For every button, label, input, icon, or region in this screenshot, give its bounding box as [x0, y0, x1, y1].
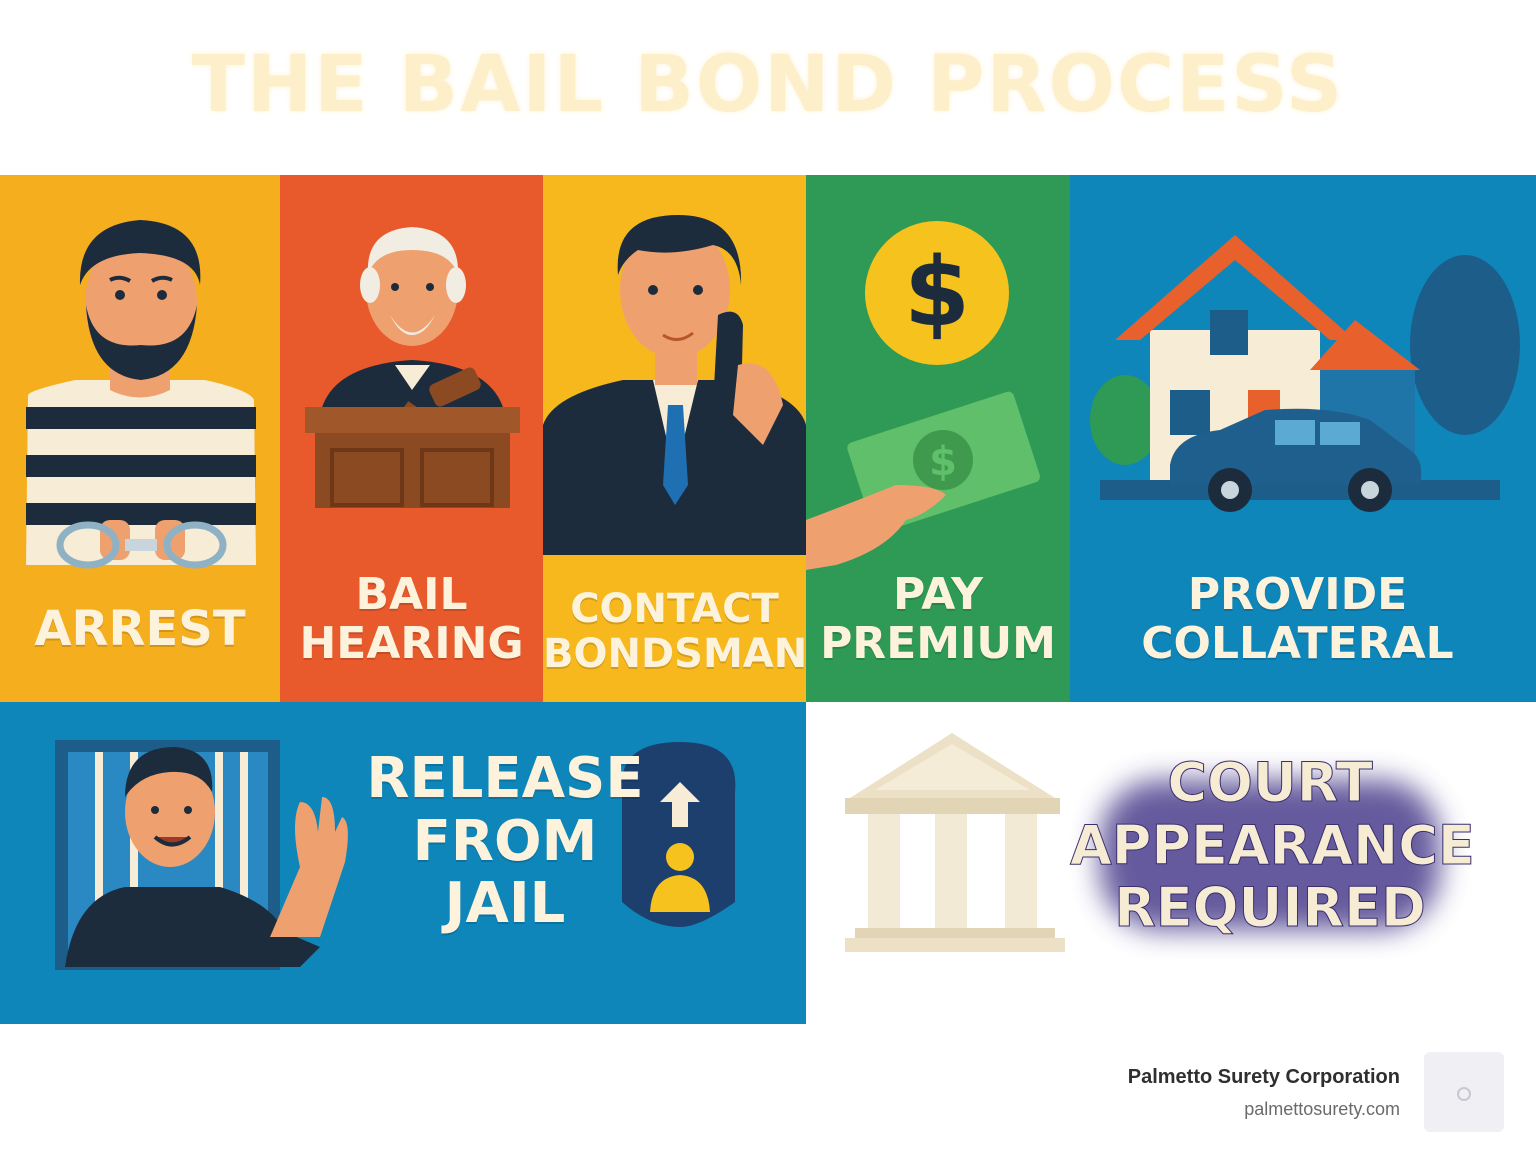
step-label-line: PAY [893, 569, 983, 620]
step-bail-hearing-panel: BAIL HEARING [280, 175, 543, 702]
step-court-appearance-label: COURT APPEARANCE REQUIRED [1070, 751, 1476, 940]
company-url[interactable]: palmettosurety.com [1244, 1099, 1400, 1119]
svg-text:$: $ [904, 238, 970, 348]
step-label-line: COURT [1167, 751, 1373, 814]
step-label-line: ARREST [34, 601, 246, 657]
step-bail-hearing-label: BAIL HEARING [280, 570, 543, 669]
bondsman-phone-icon [543, 215, 806, 555]
step-label-line: APPEARANCE [1070, 813, 1476, 877]
step-provide-collateral-panel: PROVIDE COLLATERAL [1070, 175, 1536, 702]
step-label-line: REQUIRED [1114, 876, 1427, 940]
judge-gavel-icon [305, 227, 520, 508]
step-label-line: PREMIUM [820, 618, 1056, 670]
page-title: THE BAIL BOND PROCESS [191, 40, 1345, 130]
step-label-line: CONTACT [570, 586, 779, 632]
company-logo-icon [1424, 1052, 1504, 1132]
svg-text:$: $ [929, 439, 957, 485]
house-car-icon [1090, 235, 1520, 512]
released-man-icon [55, 740, 736, 970]
step-label-line: BONDSMAN [543, 630, 806, 677]
step-release-from-jail-label: RELEASE FROM JAIL [365, 746, 645, 937]
handcuffed-prisoner-icon [26, 220, 256, 569]
step-arrest-label: ARREST [0, 601, 280, 657]
step-label-line: JAIL [444, 871, 566, 937]
step-label-line: HEARING [299, 618, 524, 670]
step-label-line: RELEASE [366, 746, 644, 811]
step-label-line: BAIL [355, 569, 468, 620]
step-label-line: COLLATERAL [1141, 618, 1454, 670]
step-pay-premium-panel: $ $ PAY PREMIUM [806, 175, 1070, 702]
step-pay-premium-label: PAY PREMIUM [806, 570, 1070, 669]
step-label-line: PROVIDE [1187, 569, 1408, 620]
step-contact-bondsman-panel: CONTACT BONDSMAN [543, 175, 806, 702]
courthouse-icon [845, 733, 1065, 952]
step-provide-collateral-label: PROVIDE COLLATERAL [1070, 570, 1525, 669]
step-label-line: FROM [412, 808, 598, 874]
court-label-backdrop [1100, 780, 1440, 930]
company-name: Palmetto Surety Corporation [1127, 1066, 1400, 1088]
step-arrest-panel: ARREST [0, 175, 280, 702]
step-release-from-jail-panel: RELEASE FROM JAIL [0, 702, 806, 1024]
step-contact-bondsman-label: CONTACT BONDSMAN [543, 587, 806, 677]
dollar-cash-icon: $ $ [806, 221, 1040, 570]
